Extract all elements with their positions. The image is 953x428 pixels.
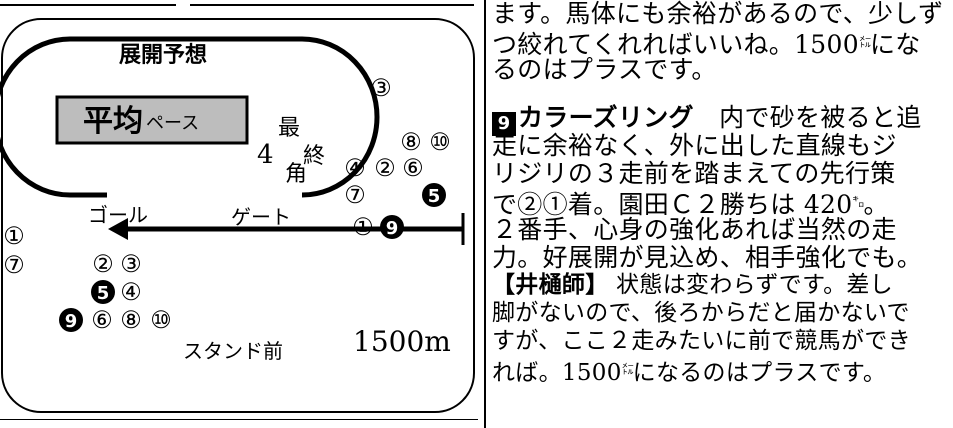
text-run: になるのはプラスです。: [632, 360, 887, 386]
text-line: 走に余裕なく、外に出した直線もジ: [492, 131, 897, 160]
text-run: 内で砂を被ると追: [693, 103, 922, 132]
pace-suffix: ペース: [146, 113, 199, 134]
text-line: で②①着。園田Ｃ２勝ちは 420㌔。: [492, 188, 889, 219]
position-number: ⑩: [429, 128, 451, 156]
text-line: リジリの３走前を踏まえての先行策: [492, 159, 896, 188]
position-number: ①: [352, 213, 374, 241]
position-marker-filled: [91, 280, 115, 304]
horse-number-badge: 9: [492, 112, 516, 136]
corner-char-3: 終: [303, 144, 325, 169]
text-line: るのはプラスです。: [492, 55, 717, 84]
position-number: ②: [374, 154, 396, 182]
position-number: ④: [344, 154, 366, 182]
top-frame-right: [190, 0, 474, 6]
text-line: 力。好展開が見込め、相手強化でも。: [492, 243, 923, 272]
text-run: で②①着。園田Ｃ２勝ちは 420: [492, 190, 853, 219]
corner-char-4: 角: [285, 162, 307, 187]
arrow-head: [108, 218, 128, 240]
position-number: ⑧: [400, 128, 422, 156]
course-diagram-frame: [1, 18, 475, 413]
text-line: ます。馬体にも余裕があるので、少しず: [492, 0, 944, 28]
position-number: ⑩: [150, 306, 172, 334]
text-line: れば。1500㍍になるのはプラスです。: [492, 355, 886, 387]
position-number: ①: [3, 222, 25, 250]
text-run: にな: [869, 30, 921, 59]
gate-label: ゲート: [231, 205, 291, 229]
unit-meter: ㍍: [621, 362, 634, 376]
position-number: ⑦: [344, 181, 366, 209]
text-run: れば。1500: [492, 360, 622, 386]
position-number: 5: [97, 283, 110, 304]
position-marker-filled: [380, 215, 404, 239]
position-number: 9: [65, 311, 78, 332]
text-line: つ絞れてくれればいいね。1500㍍にな: [492, 28, 921, 59]
position-number: ②: [92, 250, 114, 278]
course-title: 展開予想: [119, 43, 207, 68]
article-column: ます。馬体にも余裕があるので、少しず つ絞れてくれればいいね。1500㍍にな る…: [492, 0, 953, 428]
position-number: ④: [120, 278, 142, 306]
unit-kilo: ㌔: [852, 195, 864, 209]
column-rule: [484, 0, 486, 428]
horse-name: カラーズリング: [518, 103, 694, 132]
position-number: 5: [428, 186, 441, 207]
distance-label: 1500m: [353, 325, 451, 358]
position-number: ⑦: [3, 251, 25, 279]
goal-label: ゴール: [88, 203, 148, 227]
bottom-rule: [0, 419, 478, 420]
text-line: ２番手、心身の強化あれば当然の走: [492, 215, 897, 244]
stand-label: スタンド前: [183, 339, 283, 363]
trainer-comment-line: 【井樋師】 状態は変わらずです。差し: [492, 271, 893, 299]
corner-char-2: 4: [257, 140, 274, 170]
top-frame-left: [0, 0, 176, 6]
text-run: 状態は変わらずです。差し: [616, 272, 893, 298]
position-number: ⑥: [91, 306, 113, 334]
unit-meter: ㍍: [858, 35, 871, 49]
position-marker-filled: [59, 308, 83, 332]
position-number: ⑧: [120, 306, 142, 334]
position-number: ③: [370, 74, 392, 102]
position-marker-filled: [422, 183, 446, 207]
text-run: 。: [863, 190, 889, 219]
trainer-label: 【井樋師】: [492, 272, 609, 298]
text-run: つ絞れてくれればいいね。1500: [492, 30, 859, 59]
corner-char-1: 最: [278, 116, 300, 141]
track-outline: [0, 36, 380, 198]
text-line: 脚がないので、後ろからだと届かないで: [492, 300, 910, 326]
position-number: ③: [120, 250, 142, 278]
text-line: すが、ここ２走みたいに前で競馬ができ: [492, 328, 911, 354]
position-number: 9: [386, 218, 399, 239]
course-diagram: 展開予想 平均 ペース 最 4 終 角 ゴール ゲート スタンド前 1500m …: [0, 36, 465, 363]
pace-box: [55, 95, 249, 145]
position-number: ⑥: [402, 154, 424, 182]
pace-main: 平均: [83, 104, 143, 139]
